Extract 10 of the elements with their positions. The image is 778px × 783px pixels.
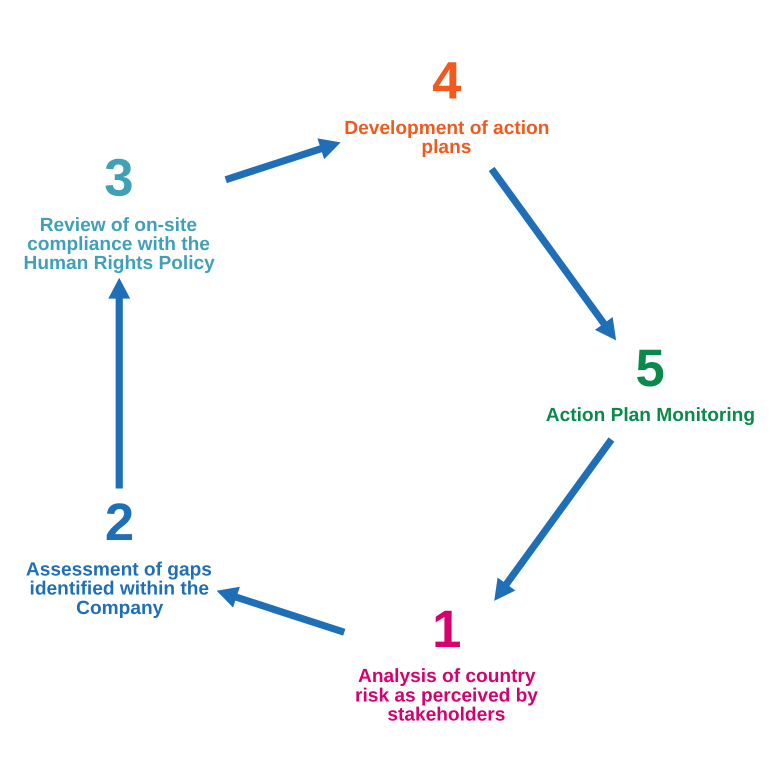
node-text: 3 Review of on-site compliance with the Human Rights Policy [24,148,215,274]
node-text: 2 Assessment of gaps identified within the Company [26,493,212,619]
arrow [216,586,346,636]
arrow [494,437,614,601]
node-text: 1 Analysis of country risk as perceived by stakeholders [355,600,538,726]
arrow [108,278,130,488]
node-text: 5 Action Plan Monitoring [546,338,756,426]
node-text: 4 Development of action plans [344,51,550,158]
arrow [224,138,341,184]
arrow [488,166,616,340]
